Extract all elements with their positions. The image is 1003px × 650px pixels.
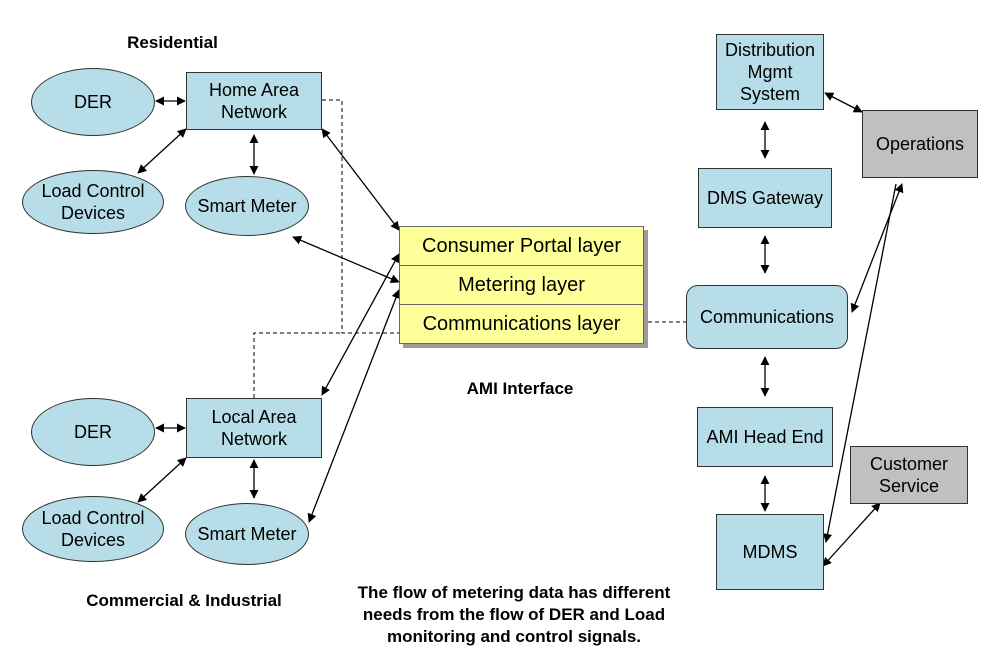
ami-interface-label: AMI Interface <box>466 379 574 398</box>
arrow-operations-communications <box>850 183 904 313</box>
commercial-load-control-node: Load Control Devices <box>22 496 164 562</box>
arrow-lan-consumer-portal <box>321 253 400 396</box>
dms-gateway-node: DMS Gateway <box>698 168 832 228</box>
residential-load-control-node: Load Control Devices <box>22 170 164 234</box>
diagram-caption: The flow of metering data has different … <box>357 583 671 646</box>
arrow-customer-service-mdms <box>822 502 881 567</box>
dashed-han-communications <box>322 99 399 334</box>
home-area-network-node: Home Area Network <box>186 72 322 130</box>
commercial-smart-meter-node: Smart Meter <box>185 503 309 565</box>
distribution-mgmt-system-node: Distribution Mgmt System <box>716 34 824 110</box>
arrow-han-load-control <box>137 128 187 174</box>
arrow-smart-meter-metering <box>307 289 401 523</box>
consumer-portal-layer: Consumer Portal layer <box>399 226 644 266</box>
arrow-operations-mdms <box>823 183 897 543</box>
arrow-han-consumer-portal <box>321 128 400 231</box>
mdms-node: MDMS <box>716 514 824 590</box>
metering-layer: Metering layer <box>399 265 644 305</box>
communications-node: Communications <box>686 285 848 349</box>
dashed-lan-communications <box>253 332 342 398</box>
arrow-smart-meter-communications <box>292 236 400 283</box>
ami-head-end-node: AMI Head End <box>697 407 833 467</box>
operations-node: Operations <box>862 110 978 178</box>
residential-der-node: DER <box>31 68 155 136</box>
commercial-der-node: DER <box>31 398 155 466</box>
residential-smart-meter-node: Smart Meter <box>185 176 309 236</box>
commercial-industrial-label: Commercial & Industrial <box>86 591 282 610</box>
arrow-lan-load-control <box>137 457 187 503</box>
communications-layer: Communications layer <box>399 304 644 344</box>
residential-label: Residential <box>127 33 218 52</box>
customer-service-node: Customer Service <box>850 446 968 504</box>
arrow-dms-operations <box>824 92 863 113</box>
local-area-network-node: Local Area Network <box>186 398 322 458</box>
